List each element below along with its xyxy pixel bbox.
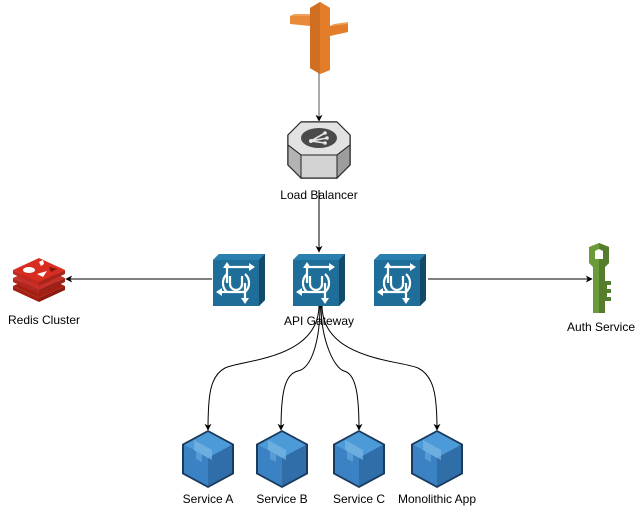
service-c-label: Service C: [333, 492, 385, 506]
service-a-node[interactable]: [182, 430, 234, 488]
edge-api-gateway-to-service-b: [277, 304, 321, 431]
edges: [65, 72, 593, 431]
route53-icon[interactable]: [290, 2, 348, 74]
service-a-label: Service A: [183, 492, 234, 506]
edge-api-gateway-to-service-a: [204, 304, 320, 431]
redis-node[interactable]: [13, 258, 65, 302]
gateway-left-node[interactable]: [211, 252, 267, 308]
edge-api-gateway-to-service-c: [320, 304, 363, 431]
service-box-icon: [333, 430, 385, 488]
service-box-icon: [411, 430, 463, 488]
service-c-node[interactable]: [333, 430, 385, 488]
service-b-node[interactable]: [256, 430, 308, 488]
monolithic-app-node[interactable]: [411, 430, 463, 488]
edge-api-gateway-to-monolith: [321, 304, 441, 431]
redis-label: Redis Cluster: [8, 313, 80, 327]
load-balancer-node[interactable]: [287, 121, 351, 180]
redis-icon: [13, 258, 65, 302]
service-box-icon: [182, 430, 234, 488]
load-balancer-label: Load Balancer: [280, 188, 357, 202]
service-box-icon: [256, 430, 308, 488]
api-gateway-icon: [211, 252, 267, 308]
auth-service-label: Auth Service: [567, 320, 635, 334]
api-gateway-node[interactable]: [291, 252, 347, 308]
service-b-label: Service B: [256, 492, 307, 506]
load-balancer-icon: [301, 128, 337, 148]
api-gateway-icon: [372, 252, 428, 308]
auth-service-node[interactable]: [589, 243, 611, 313]
monolithic-app-label: Monolithic App: [398, 492, 476, 506]
gateway-right-node[interactable]: [372, 252, 428, 308]
api-gateway-icon: [291, 252, 347, 308]
api-gateway-label: API Gateway: [284, 314, 354, 328]
key-icon: [589, 243, 611, 313]
